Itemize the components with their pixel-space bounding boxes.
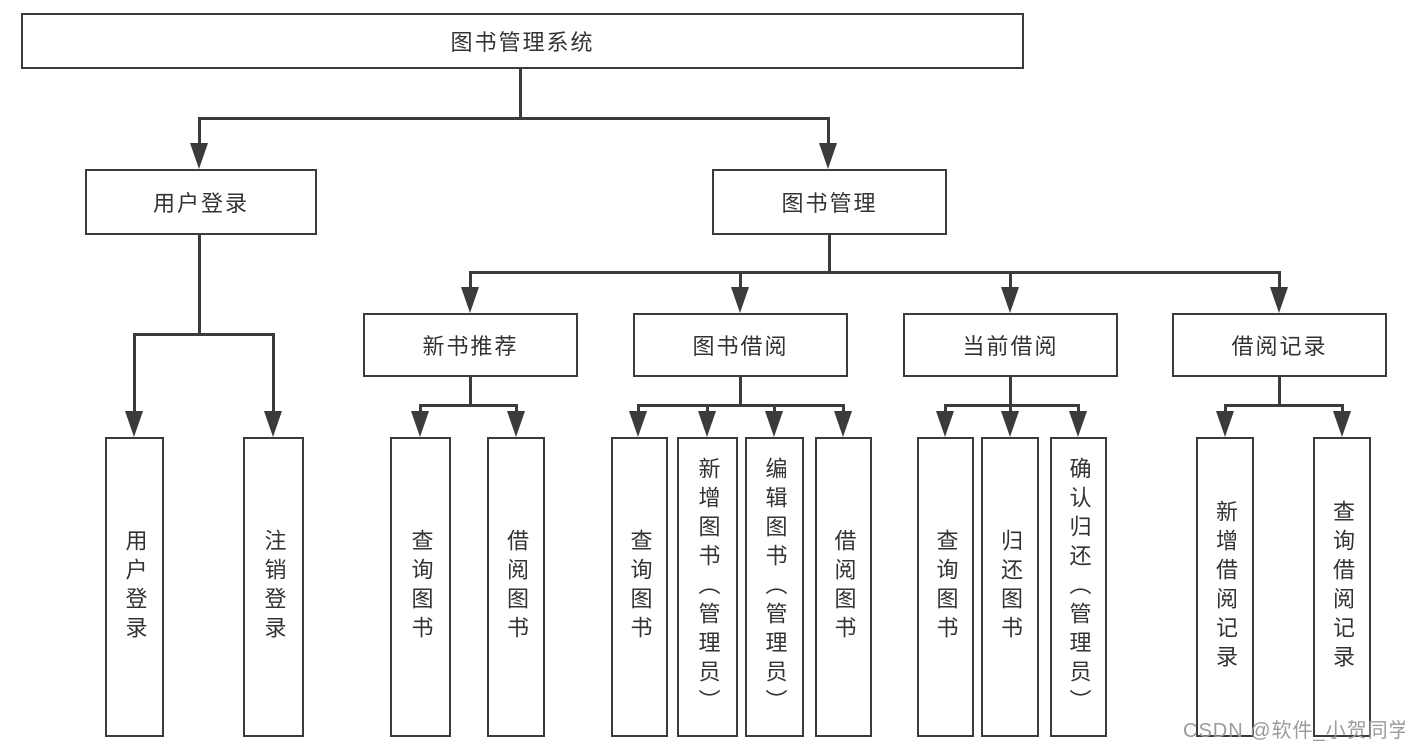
connector-line — [133, 333, 136, 415]
arrow-down-icon — [1216, 411, 1234, 437]
arrow-down-icon — [1270, 287, 1288, 313]
arrow-down-icon — [125, 411, 143, 437]
leaf-borrow-books-recommend-label: 借阅图书 — [504, 529, 529, 645]
connector-line — [133, 333, 275, 336]
connector-line — [739, 271, 742, 291]
node-book-borrow: 图书借阅 — [633, 313, 848, 377]
arrow-down-icon — [507, 411, 525, 437]
connector-line — [198, 117, 201, 147]
connector-line — [637, 404, 845, 407]
node-new-book-recommend: 新书推荐 — [363, 313, 578, 377]
leaf-confirm-return-admin: 确认归还（管理员） — [1050, 437, 1107, 737]
arrow-down-icon — [834, 411, 852, 437]
connector-line — [198, 234, 201, 336]
leaf-user-login: 用户登录 — [105, 437, 164, 737]
leaf-add-borrow-record-label: 新增借阅记录 — [1213, 500, 1238, 674]
arrow-down-icon — [411, 411, 429, 437]
leaf-add-borrow-record: 新增借阅记录 — [1196, 437, 1254, 737]
leaf-query-borrow-record-label: 查询借阅记录 — [1330, 500, 1355, 674]
arrow-down-icon — [1333, 411, 1351, 437]
leaf-query-borrow-record: 查询借阅记录 — [1313, 437, 1371, 737]
connector-line — [1009, 376, 1012, 407]
connector-line — [469, 271, 1281, 274]
node-book-management-label: 图书管理 — [781, 191, 878, 216]
arrow-down-icon — [461, 287, 479, 313]
leaf-add-books-admin-label: 新增图书（管理员） — [695, 456, 721, 718]
node-user-login: 用户登录 — [85, 169, 317, 235]
node-book-management: 图书管理 — [712, 169, 947, 235]
leaf-query-books-recommend: 查询图书 — [390, 437, 451, 737]
node-current-borrow: 当前借阅 — [903, 313, 1118, 377]
connector-line — [272, 333, 275, 415]
leaf-return-books-label: 归还图书 — [998, 529, 1023, 645]
leaf-borrow-books: 借阅图书 — [815, 437, 872, 737]
connector-line — [519, 68, 522, 119]
node-borrow-records: 借阅记录 — [1172, 313, 1387, 377]
arrow-down-icon — [629, 411, 647, 437]
arrow-down-icon — [190, 143, 208, 169]
arrow-down-icon — [819, 143, 837, 169]
connector-line — [419, 404, 518, 407]
leaf-logout: 注销登录 — [243, 437, 304, 737]
arrow-down-icon — [1069, 411, 1087, 437]
node-new-book-recommend-label: 新书推荐 — [422, 334, 519, 359]
leaf-borrow-books-label: 借阅图书 — [831, 529, 857, 645]
arrow-down-icon — [936, 411, 954, 437]
node-book-borrow-label: 图书借阅 — [692, 334, 789, 359]
arrow-down-icon — [698, 411, 716, 437]
arrow-down-icon — [765, 411, 783, 437]
connector-line — [944, 404, 1080, 407]
connector-line — [469, 376, 472, 407]
leaf-query-books-borrow-label: 查询图书 — [627, 529, 653, 645]
leaf-user-login-label: 用户登录 — [122, 529, 148, 645]
connector-line — [1224, 404, 1344, 407]
leaf-query-books-current-label: 查询图书 — [933, 529, 959, 645]
node-borrow-records-label: 借阅记录 — [1231, 334, 1328, 359]
leaf-edit-books-admin: 编辑图书（管理员） — [745, 437, 804, 737]
leaf-query-books-borrow: 查询图书 — [611, 437, 668, 737]
node-root-label: 图书管理系统 — [450, 30, 595, 55]
connector-line — [469, 271, 472, 291]
arrow-down-icon — [264, 411, 282, 437]
leaf-query-books-current: 查询图书 — [917, 437, 974, 737]
node-current-borrow-label: 当前借阅 — [962, 334, 1059, 359]
leaf-borrow-books-recommend: 借阅图书 — [487, 437, 545, 737]
node-root: 图书管理系统 — [21, 13, 1024, 69]
arrow-down-icon — [1001, 287, 1019, 313]
arrow-down-icon — [731, 287, 749, 313]
connector-line — [827, 117, 830, 147]
connector-line — [1278, 271, 1281, 291]
connector-line — [1278, 376, 1281, 407]
leaf-query-books-recommend-label: 查询图书 — [408, 529, 434, 645]
arrow-down-icon — [1001, 411, 1019, 437]
leaf-logout-label: 注销登录 — [261, 529, 287, 645]
leaf-return-books: 归还图书 — [981, 437, 1039, 737]
connector-line — [198, 117, 830, 120]
leaf-add-books-admin: 新增图书（管理员） — [677, 437, 738, 737]
leaf-edit-books-admin-label: 编辑图书（管理员） — [762, 456, 788, 718]
csdn-watermark: CSDN @软件_小贺同学 — [1183, 720, 1405, 742]
connector-line — [828, 234, 831, 274]
leaf-confirm-return-admin-label: 确认归还（管理员） — [1066, 456, 1092, 718]
node-user-login-label: 用户登录 — [152, 191, 249, 216]
connector-line — [739, 376, 742, 407]
connector-line — [1009, 271, 1012, 291]
